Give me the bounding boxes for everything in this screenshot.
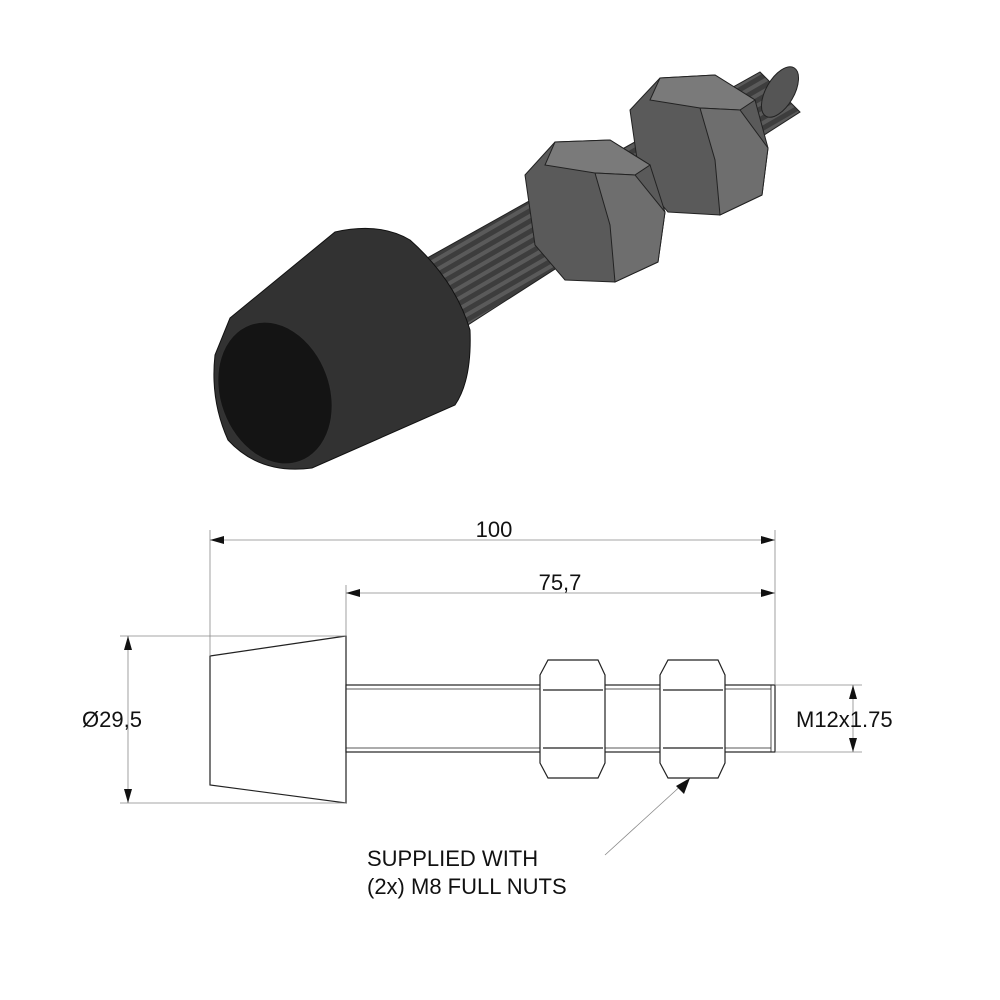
front-nut [524,139,666,283]
dim-diameter: Ø29,5 [82,707,142,732]
nut-1 [539,659,606,779]
dimension-arrows [124,536,857,803]
rear-nut [629,74,769,216]
side-view [209,635,776,804]
nut-2 [659,659,726,779]
dim-thread: M12x1.75 [796,707,893,732]
rod-tip [760,66,800,118]
isometric-render [213,66,801,470]
dim-overall-length: 100 [476,517,513,542]
bumper-face [216,321,334,465]
dim-rod-length: 75,7 [539,570,582,595]
bumper-outline [209,635,347,804]
note-line-2: (2x) M8 FULL NUTS [367,874,567,899]
note-line-1: SUPPLIED WITH [367,846,538,871]
